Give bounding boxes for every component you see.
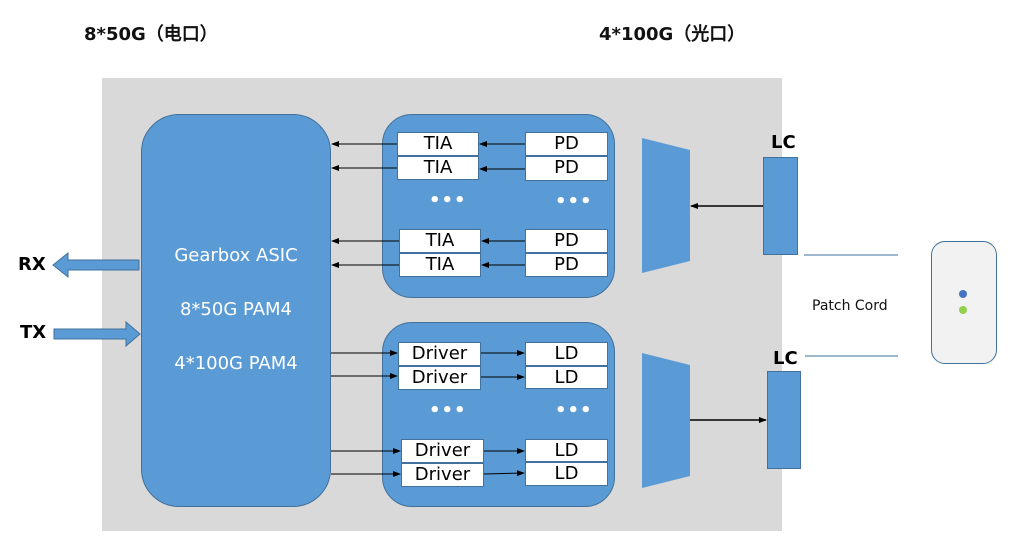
ld-cell: LD (525, 342, 608, 366)
tia-cell: TIA (399, 253, 481, 277)
demux-block (642, 138, 690, 273)
tx-port-arrow-icon (53, 320, 141, 348)
lc-connector-tx (767, 371, 801, 469)
driver-cell: Driver (401, 439, 484, 463)
driver-to-ld-arrow (483, 470, 525, 477)
patch-cord-label: Patch Cord (812, 298, 888, 314)
asic-electrical-spec: 8*50G PAM4 (179, 299, 293, 320)
electrical-port-header: 8*50G（电口） (84, 24, 218, 45)
lc-connector-rx (763, 157, 798, 255)
asic-optical-spec: 4*100G PAM4 (174, 353, 298, 374)
green-led-icon (959, 306, 967, 314)
pd-cell: PD (525, 253, 608, 277)
pd-cell: PD (525, 156, 608, 181)
driver-ellipsis: ••• (429, 400, 467, 421)
asic-title: Gearbox ASIC (174, 245, 298, 266)
driver-cell: Driver (398, 366, 481, 390)
ld-ellipsis: ••• (555, 400, 593, 421)
pd-cell: PD (525, 132, 608, 156)
tia-cell: TIA (397, 132, 479, 156)
ld-cell: LD (525, 462, 608, 486)
driver-cell: Driver (401, 463, 484, 487)
rx-label: RX (18, 254, 46, 275)
ld-cell: LD (525, 366, 608, 389)
pd-ellipsis: ••• (555, 191, 593, 212)
tx-label: TX (20, 322, 47, 343)
gearbox-asic-block (141, 114, 331, 507)
lc-connector-label-rx: LC (771, 132, 796, 153)
pd-cell: PD (525, 229, 608, 253)
tia-cell: TIA (397, 156, 479, 180)
tia-cell: TIA (399, 229, 481, 253)
driver-cell: Driver (398, 342, 481, 366)
remote-device (931, 241, 997, 364)
rx-port-arrow-icon (52, 251, 140, 279)
tia-ellipsis: ••• (429, 190, 467, 211)
ld-cell: LD (525, 439, 608, 462)
optical-port-header: 4*100G（光口） (599, 24, 746, 45)
blue-led-icon (959, 290, 967, 298)
lc-connector-label-tx: LC (773, 348, 798, 369)
mux-block (642, 353, 690, 488)
